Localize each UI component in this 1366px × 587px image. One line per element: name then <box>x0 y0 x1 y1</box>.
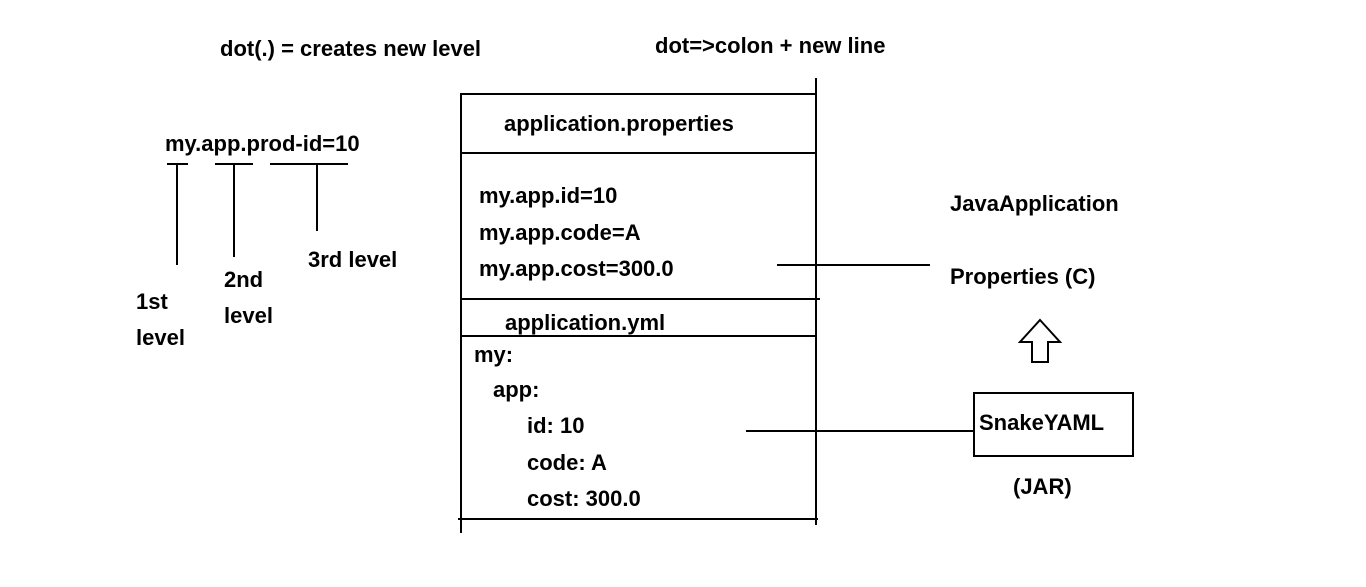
level-2-connector <box>233 163 235 257</box>
yml-header-divider <box>460 335 817 337</box>
yml-line-cost: cost: 300.0 <box>527 486 641 511</box>
properties-header-divider <box>460 152 817 154</box>
yml-to-snakeyaml-connector <box>746 430 975 432</box>
dot-colon-rule-heading: dot=>colon + new line <box>655 33 886 58</box>
jar-label: (JAR) <box>1013 474 1072 499</box>
example-key: my.app.prod-id=10 <box>165 131 360 156</box>
properties-class-label: Properties (C) <box>950 264 1096 289</box>
files-top-border <box>460 93 817 95</box>
snakeyaml-box <box>973 392 1134 457</box>
level-3-label: 3rd level <box>308 247 398 272</box>
properties-to-class-connector <box>777 264 930 266</box>
level-2-label-line2: level <box>224 303 273 328</box>
level-3-connector <box>316 163 318 231</box>
level-2-label-line1: 2nd <box>224 267 264 292</box>
yml-line-id: id: 10 <box>527 413 585 438</box>
properties-line-code: my.app.code=A <box>479 220 641 245</box>
files-left-border <box>460 93 462 533</box>
level-1-label-line2: level <box>136 325 185 350</box>
level-1-connector <box>176 163 178 265</box>
up-arrow-shape <box>1017 318 1063 363</box>
dot-level-rule-heading: dot(.) = creates new level <box>220 36 482 61</box>
yml-line-my: my: <box>474 342 514 367</box>
yml-line-code: code: A <box>527 450 607 475</box>
java-application-label: JavaApplication <box>950 191 1119 216</box>
properties-line-id: my.app.id=10 <box>479 183 618 208</box>
level-1-label-line1: 1st <box>136 289 168 314</box>
level-3-underline <box>270 163 348 165</box>
properties-file-title: application.properties <box>504 111 734 136</box>
yml-line-app: app: <box>493 377 540 402</box>
properties-yml-divider <box>460 298 820 300</box>
properties-line-cost: my.app.cost=300.0 <box>479 256 674 281</box>
snakeyaml-label: SnakeYAML <box>979 410 1105 435</box>
files-bottom-border <box>458 518 818 520</box>
files-right-border <box>815 78 817 525</box>
yml-file-title: application.yml <box>505 310 666 335</box>
